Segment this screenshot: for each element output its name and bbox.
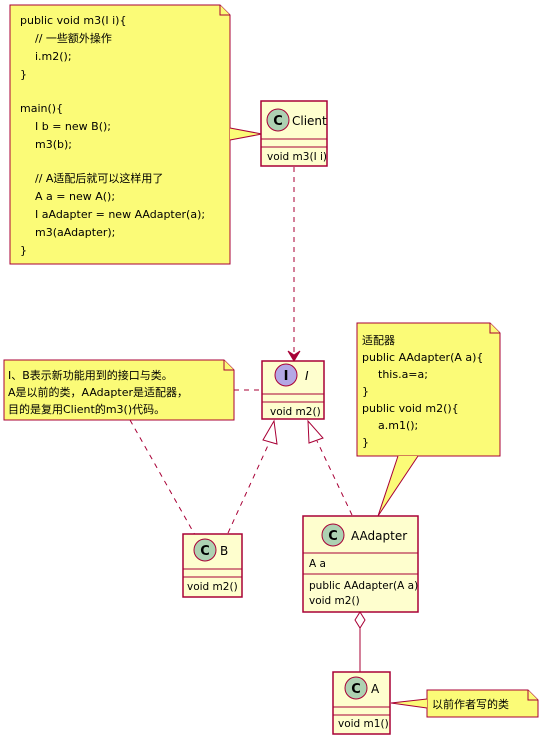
- interface-circle-icon: [274, 363, 298, 387]
- class-client[interactable]: C Client void m3(I i): [260, 100, 328, 167]
- class-circle-icon: [266, 108, 290, 132]
- class-name: B: [220, 544, 228, 558]
- interface-method: void m2(): [270, 406, 321, 418]
- client-note-text: public void m3(I i){ // 一些额外操作 i.m2(); }…: [20, 14, 209, 257]
- a-note: 以前作者写的类: [390, 689, 539, 718]
- class-method: public AAdapter(A a): [309, 580, 418, 592]
- class-stereotype-letter: C: [200, 544, 210, 559]
- interface-stereotype-letter: I: [284, 369, 289, 384]
- class-method: void m3(I i): [267, 151, 327, 163]
- class-a[interactable]: C A void m1(): [332, 671, 391, 735]
- interface-note: I、B表示新功能用到的接口与类。 A是以前的类，AAdapter是适配器， 目的…: [3, 359, 235, 421]
- realization-line-b: [227, 440, 271, 534]
- adapter-note: 适配器 public AAdapter(A a){ this.a=a; } pu…: [356, 322, 501, 517]
- class-stereotype-letter: C: [328, 529, 338, 544]
- class-method: void m2(): [187, 581, 238, 593]
- class-name: A: [371, 682, 380, 696]
- interface-name: I: [305, 369, 309, 383]
- interface-note-text: I、B表示新功能用到的接口与类。 A是以前的类，AAdapter是适配器， 目的…: [8, 368, 192, 416]
- realization-line-adapter: [316, 440, 353, 516]
- dependency-arrowhead: [287, 350, 301, 362]
- class-stereotype-letter: C: [351, 682, 361, 697]
- class-method: void m1(): [338, 718, 389, 730]
- class-b[interactable]: C B void m2(): [182, 533, 243, 598]
- interface-i[interactable]: I I void m2(): [261, 360, 325, 420]
- class-name: Client: [292, 114, 327, 128]
- realization-triangle-b: [262, 419, 278, 445]
- class-circle-icon: [344, 676, 368, 700]
- class-aadapter[interactable]: C AAdapter A a public AAdapter(A a) void…: [302, 515, 419, 613]
- adapter-note-text: 适配器 public AAdapter(A a){ this.a=a; } pu…: [362, 334, 487, 449]
- class-circle-icon: [193, 538, 217, 562]
- class-method: void m2(): [309, 595, 360, 607]
- class-circle-icon: [321, 523, 345, 547]
- class-field: A a: [309, 558, 326, 570]
- a-note-text: 以前作者写的类: [432, 697, 509, 711]
- class-name: AAdapter: [351, 529, 407, 543]
- class-stereotype-letter: C: [273, 114, 283, 129]
- realization-triangle-adapter: [307, 419, 324, 444]
- client-code-note: public void m3(I i){ // 一些额外操作 i.m2(); }…: [9, 4, 263, 265]
- aggregation-diamond: [354, 611, 366, 629]
